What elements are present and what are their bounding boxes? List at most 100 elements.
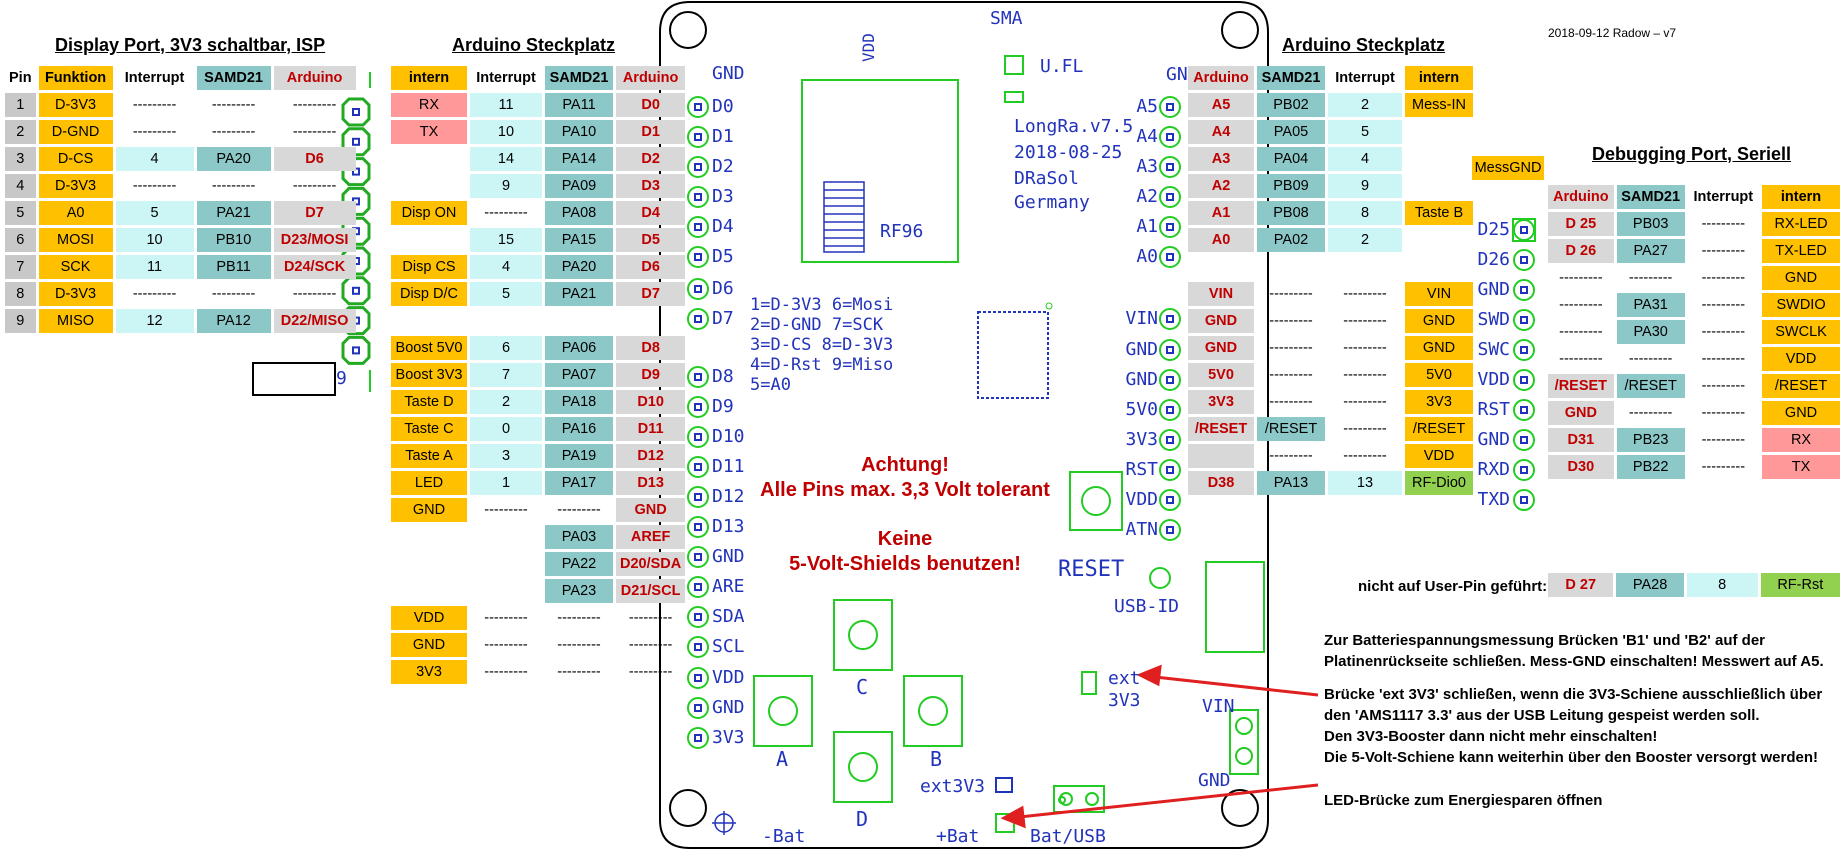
pin-hole bbox=[1166, 193, 1174, 201]
header-pin bbox=[687, 636, 709, 658]
table-cell: 6 bbox=[470, 336, 542, 360]
table-cell: PA21 bbox=[545, 282, 613, 306]
table-cell: 11 bbox=[115, 255, 194, 279]
header-pin-label: RXD bbox=[1477, 459, 1510, 480]
table-cell: LED bbox=[391, 471, 467, 495]
pin-hole bbox=[1166, 466, 1174, 474]
table-row: ---------------------------GND bbox=[1548, 266, 1840, 290]
header-pin bbox=[687, 216, 709, 238]
table-cell: 3V3 bbox=[1405, 390, 1473, 414]
table-cell: PA21 bbox=[196, 201, 271, 225]
header-pin bbox=[687, 366, 709, 388]
ground-symbol bbox=[712, 811, 736, 835]
table-cell: PA06 bbox=[545, 336, 613, 360]
pin-hole bbox=[352, 346, 360, 355]
table-cell: 7 bbox=[5, 255, 36, 279]
table-cell: D5 bbox=[616, 228, 686, 252]
table-cell: D20/SDA bbox=[616, 552, 686, 576]
table-cell: PB22 bbox=[1616, 455, 1685, 479]
table-cell: --------- bbox=[292, 286, 337, 302]
pin-hole bbox=[1166, 376, 1174, 384]
table-cell: PA12 bbox=[196, 309, 271, 333]
header-pin-label: D7 bbox=[712, 308, 734, 329]
pin-hole bbox=[694, 103, 702, 111]
pin-hole bbox=[1166, 406, 1174, 414]
table-cell: Taste A bbox=[391, 444, 467, 468]
header-pin-label: D26 bbox=[1477, 249, 1510, 270]
table-cell: PA18 bbox=[545, 390, 613, 414]
note-ext-line-3: Den 3V3-Booster dann nicht mehr einschal… bbox=[1324, 728, 1658, 745]
pin-hole bbox=[1166, 103, 1174, 111]
table-cell: 5 bbox=[115, 201, 194, 225]
table-row: GND------------------GND bbox=[391, 498, 686, 522]
table-cell: PA09 bbox=[545, 174, 613, 198]
table-cell: --------- bbox=[1701, 243, 1746, 259]
header-pin-label: GND bbox=[1125, 339, 1158, 360]
table-cell: D6 bbox=[616, 255, 686, 279]
table-cell: 4 bbox=[5, 174, 36, 198]
arduino-left-title: Arduino Steckplatz bbox=[452, 35, 616, 55]
pin-hole bbox=[694, 285, 702, 293]
table-cell bbox=[1188, 444, 1254, 468]
table-cell: --------- bbox=[1269, 394, 1313, 410]
reset-button-outline bbox=[1069, 471, 1123, 531]
pin-hole bbox=[1520, 226, 1528, 234]
table-cell: D1 bbox=[616, 120, 686, 144]
header-pin-label: GND bbox=[712, 546, 745, 567]
table-cell: GND bbox=[1405, 336, 1473, 360]
table-cell: 11 bbox=[470, 93, 542, 117]
note-ext-line-4: Die 5-Volt-Schiene kann weiterhin über d… bbox=[1324, 749, 1818, 766]
table-cell: D-3V3 bbox=[38, 174, 113, 198]
table-cell: --------- bbox=[1343, 340, 1387, 356]
pin-hole bbox=[694, 613, 702, 621]
table-cell: --------- bbox=[1701, 378, 1746, 394]
table-cell: 8 bbox=[5, 282, 36, 306]
table-cell: --------- bbox=[1343, 421, 1387, 437]
table-row: GND------------------GND bbox=[1188, 309, 1473, 333]
table-cell: PA13 bbox=[1257, 471, 1325, 495]
mount-hole-tr bbox=[1221, 11, 1259, 49]
table-cell: 10 bbox=[470, 120, 542, 144]
table-cell: D11 bbox=[616, 417, 686, 441]
header-pin-label: 5V0 bbox=[1125, 399, 1158, 420]
table-cell: D0 bbox=[616, 93, 686, 117]
header-pin-label: A4 bbox=[1136, 126, 1158, 147]
pin-hole bbox=[1166, 346, 1174, 354]
table-cell: 9 bbox=[1328, 174, 1402, 198]
table-row: 3V3------------------3V3 bbox=[1188, 390, 1473, 414]
table-cell: --------- bbox=[1269, 340, 1313, 356]
messgnd-label: MessGND bbox=[1472, 156, 1544, 180]
table-cell: --------- bbox=[1269, 286, 1313, 302]
table-cell: D12 bbox=[616, 444, 686, 468]
table-cell bbox=[391, 579, 467, 603]
table-cell: --------- bbox=[211, 178, 256, 194]
table-cell: GND bbox=[391, 498, 467, 522]
pin-hole bbox=[1520, 406, 1528, 414]
table-cell: --------- bbox=[1343, 367, 1387, 383]
table-cell: 8 bbox=[1686, 573, 1758, 597]
table-cell: --------- bbox=[1343, 313, 1387, 329]
table-cell: TX bbox=[1762, 455, 1840, 479]
header-pin-label: D13 bbox=[712, 516, 745, 537]
table-cell: /RESET bbox=[1762, 374, 1840, 398]
right-header-cell: Interrupt bbox=[1335, 70, 1395, 86]
table-cell: Taste B bbox=[1405, 201, 1473, 225]
table-cell: --------- bbox=[484, 664, 528, 680]
header-pin bbox=[1513, 309, 1535, 331]
table-cell: VDD bbox=[1762, 347, 1840, 371]
arrow-ext3v3 bbox=[1136, 664, 1319, 697]
pin-hole bbox=[1166, 496, 1174, 504]
table-cell: PA03 bbox=[545, 525, 613, 549]
pin-hole bbox=[352, 286, 360, 295]
table-row: ---------PA31---------SWDIO bbox=[1548, 293, 1840, 317]
table-cell: GND bbox=[1762, 266, 1840, 290]
